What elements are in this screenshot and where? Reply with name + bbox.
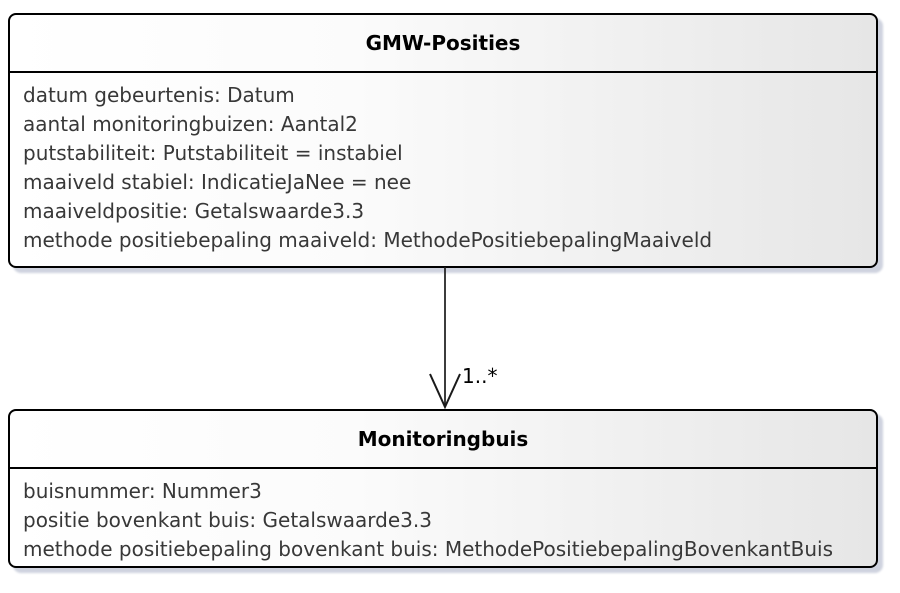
class-node-gmw-posities[interactable]: GMW-Posities datum gebeurtenis: Datum aa… xyxy=(8,13,878,268)
attribute-line: maaiveld stabiel: IndicatieJaNee = nee xyxy=(23,170,412,194)
class-header-monitoringbuis: Monitoringbuis xyxy=(10,411,876,469)
attribute-line: datum gebeurtenis: Datum xyxy=(23,83,295,107)
attribute-line: aantal monitoringbuizen: Aantal2 xyxy=(23,112,358,136)
attribute-line: buisnummer: Nummer3 xyxy=(23,479,262,503)
attribute-line: maaiveldpositie: Getalswaarde3.3 xyxy=(23,199,365,223)
attribute-line: putstabiliteit: Putstabiliteit = instabi… xyxy=(23,141,403,165)
class-node-monitoringbuis[interactable]: Monitoringbuis buisnummer: Nummer3 posit… xyxy=(8,409,878,568)
association-connector[interactable]: 1..* xyxy=(420,267,560,410)
class-attributes-monitoringbuis: buisnummer: Nummer3 positie bovenkant bu… xyxy=(10,469,876,564)
multiplicity-label: 1..* xyxy=(462,364,497,388)
class-title-monitoringbuis: Monitoringbuis xyxy=(357,427,529,451)
open-arrowhead-icon xyxy=(429,373,461,410)
class-header-gmw: GMW-Posities xyxy=(10,15,876,73)
attribute-line: methode positiebepaling bovenkant buis: … xyxy=(23,537,834,561)
attribute-line: positie bovenkant buis: Getalswaarde3.3 xyxy=(23,508,432,532)
class-title-gmw: GMW-Posities xyxy=(365,31,521,55)
attribute-line: methode positiebepaling maaiveld: Method… xyxy=(23,228,713,252)
class-attributes-gmw: datum gebeurtenis: Datum aantal monitori… xyxy=(10,73,876,255)
